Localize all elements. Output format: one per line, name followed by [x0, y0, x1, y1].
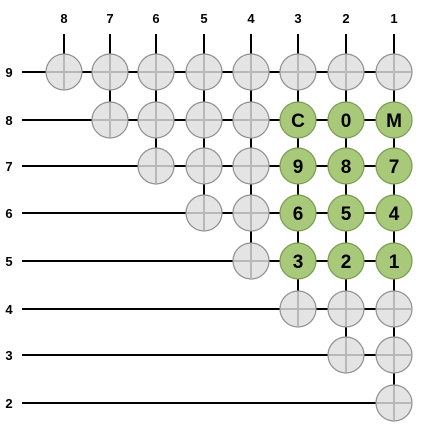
- key-label: 7: [389, 157, 400, 178]
- matrix-node-r6-c4: [232, 194, 270, 232]
- key-circle: [327, 101, 365, 139]
- key-node-1: 1: [375, 242, 413, 280]
- key-label: 6: [293, 204, 304, 225]
- matrix-node-r8-c7: [91, 101, 129, 139]
- matrix-node-r4-c1: [375, 290, 413, 328]
- key-node-C: C: [279, 101, 317, 139]
- column-labels: 8 7 6 5 4 3 2 1: [60, 11, 397, 26]
- matrix-node-r4-c2: [327, 290, 365, 328]
- key-node-3: 3: [279, 242, 317, 280]
- column-label-7: 7: [106, 11, 113, 26]
- key-node-M: M: [375, 101, 413, 139]
- key-node-7: 7: [375, 147, 413, 185]
- matrix-node-r8-c4: [232, 101, 270, 139]
- key-node-9: 9: [279, 147, 317, 185]
- row-labels: 9 8 7 6 5 4 3 2: [5, 65, 13, 411]
- row-label-6: 6: [5, 206, 12, 221]
- matrix-node-r3-c2: [327, 336, 365, 374]
- matrix-node-r9-c5: [185, 53, 223, 91]
- row-label-4: 4: [5, 302, 13, 317]
- key-node-2: 2: [327, 242, 365, 280]
- key-circle: [327, 242, 365, 280]
- key-node-5: 5: [327, 194, 365, 232]
- key-node-0: 0: [327, 101, 365, 139]
- key-label: 3: [293, 252, 304, 273]
- matrix-node-r4-c3: [279, 290, 317, 328]
- key-circle: [327, 147, 365, 185]
- key-circle: [279, 101, 317, 139]
- matrix-node-r9-c6: [137, 53, 175, 91]
- key-label: 9: [293, 157, 304, 178]
- row-label-8: 8: [5, 113, 12, 128]
- row-label-2: 2: [5, 396, 12, 411]
- matrix-node-r8-c6: [137, 101, 175, 139]
- matrix-node-r9-c8: [45, 53, 83, 91]
- key-node-4: 4: [375, 194, 413, 232]
- row-label-3: 3: [5, 348, 12, 363]
- key-label: C: [291, 111, 305, 132]
- key-label: 5: [341, 204, 352, 225]
- matrix-node-r3-c1: [375, 336, 413, 374]
- matrix-node-r8-c5: [185, 101, 223, 139]
- matrix-node-r5-c4: [232, 242, 270, 280]
- key-circle: [279, 194, 317, 232]
- column-label-8: 8: [60, 11, 67, 26]
- matrix-node-r6-c5: [185, 194, 223, 232]
- matrix-node-r9-c2: [327, 53, 365, 91]
- key-circle: [279, 242, 317, 280]
- key-label: 2: [341, 252, 352, 273]
- key-label: 8: [341, 157, 352, 178]
- key-label: 1: [389, 252, 400, 273]
- row-label-7: 7: [5, 159, 12, 174]
- matrix-node-r2-c1: [375, 384, 413, 422]
- matrix-nodes: C 0 M 9 8 7 6 5 4 3 2 1: [45, 53, 413, 422]
- key-node-8: 8: [327, 147, 365, 185]
- key-circle: [375, 194, 413, 232]
- key-circle: [375, 101, 413, 139]
- key-label: 0: [341, 111, 352, 132]
- key-label: M: [386, 111, 402, 132]
- column-label-4: 4: [247, 11, 255, 26]
- column-label-1: 1: [390, 11, 397, 26]
- matrix-node-r9-c7: [91, 53, 129, 91]
- row-label-9: 9: [5, 65, 12, 80]
- matrix-node-r9-c3: [279, 53, 317, 91]
- matrix-node-r9-c4: [232, 53, 270, 91]
- matrix-node-r9-c1: [375, 53, 413, 91]
- matrix-node-r7-c5: [185, 147, 223, 185]
- key-circle: [375, 242, 413, 280]
- key-circle: [327, 194, 365, 232]
- key-label: 4: [389, 204, 400, 225]
- column-label-6: 6: [152, 11, 159, 26]
- matrix-node-r7-c4: [232, 147, 270, 185]
- column-label-2: 2: [342, 11, 349, 26]
- matrix-node-r7-c6: [137, 147, 175, 185]
- column-label-5: 5: [200, 11, 207, 26]
- key-circle: [279, 147, 317, 185]
- column-label-3: 3: [294, 11, 301, 26]
- key-circle: [375, 147, 413, 185]
- row-label-5: 5: [5, 254, 12, 269]
- key-node-6: 6: [279, 194, 317, 232]
